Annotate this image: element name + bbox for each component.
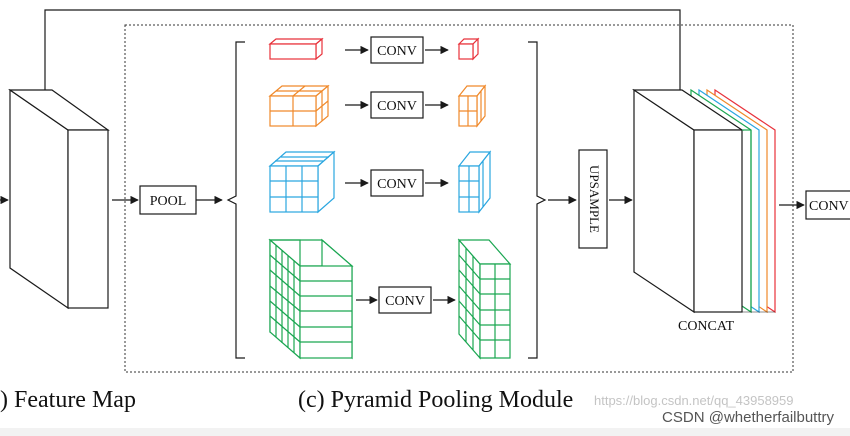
conv-block-orange [457,84,487,128]
conv-label-2: CONV [377,99,417,114]
conv-block-blue [457,150,492,214]
upsample-box: UPSAMPLE [578,149,608,249]
conv-label-1: CONV [377,44,417,59]
conv-box-3: CONV [370,169,424,197]
output-conv-label: CONV [809,199,849,214]
pooled-block-blue [268,150,336,214]
watermark-faint: https://blog.csdn.net/qq_43958959 [594,393,794,408]
feature-map-caption: ) Feature Map [0,387,136,413]
conv-label-3: CONV [377,177,417,192]
left-brace [226,41,245,359]
pooled-block-orange [268,84,330,128]
pool-label: POOL [150,194,187,209]
concat-label: CONCAT [678,319,734,334]
concat-block [632,88,776,314]
upsample-label: UPSAMPLE [587,165,602,233]
watermark-main: CSDN @whetherfailbuttry [662,409,834,426]
pooled-block-red [268,37,324,61]
conv-box-1: CONV [370,36,424,64]
pooled-block-green [268,238,354,360]
bottom-strip [0,428,850,436]
conv-block-green [457,238,512,360]
skip-connection [44,9,685,101]
ppm-boundary [124,24,794,373]
feature-map-block [8,88,110,310]
pool-box: POOL [139,185,197,215]
conv-box-2: CONV [370,91,424,119]
right-brace [528,41,547,359]
conv-block-red [457,37,480,61]
output-conv-box: CONV [805,190,850,220]
conv-box-4: CONV [378,286,432,314]
conv-label-4: CONV [385,294,425,309]
ppm-caption: (c) Pyramid Pooling Module [298,387,573,413]
watermark-main-fg: CSDN @whetherfailbuttry [662,409,834,426]
